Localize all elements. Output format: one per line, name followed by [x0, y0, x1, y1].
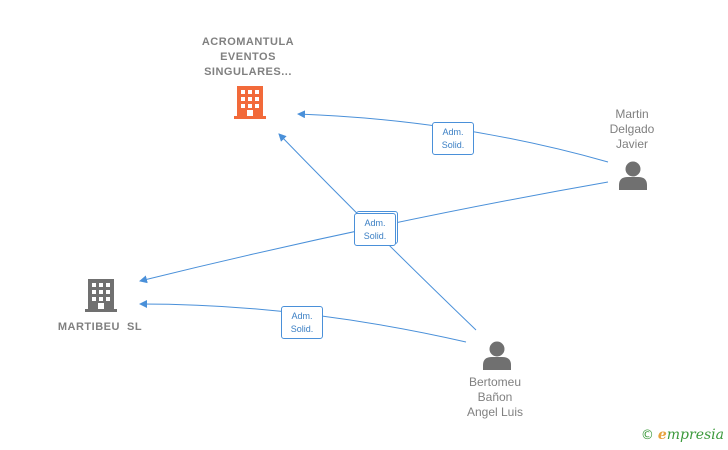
person-icon[interactable]	[483, 341, 511, 371]
empresia-logo: ©empresia	[640, 427, 724, 443]
person-icon[interactable]	[619, 161, 647, 191]
edge-label-bertomeu-martibeu[interactable]: Adm. Solid.	[281, 306, 323, 339]
person-label-bertomeu[interactable]: Bertomeu Bañon Angel Luis	[466, 375, 524, 419]
building-icon[interactable]	[85, 279, 117, 312]
edge-label-martin-martibeu[interactable]: Adm. Solid.	[354, 213, 396, 246]
company-label-martibeu[interactable]: MARTIBEU SL	[57, 321, 143, 333]
copyright-icon: ©	[640, 428, 654, 443]
person-label-martin[interactable]: Martin Delgado Javier	[609, 107, 655, 151]
edge-label-martin-acromantula[interactable]: Adm. Solid.	[432, 122, 474, 155]
building-icon[interactable]	[234, 86, 266, 119]
company-label-acromantula[interactable]: ACROMANTULA EVENTOS SINGULARES...	[201, 36, 295, 78]
